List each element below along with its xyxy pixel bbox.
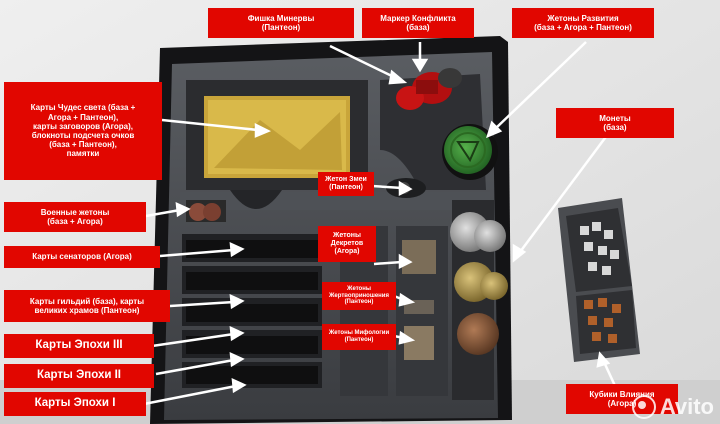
label-progress: Жетоны Развития (база + Агора + Пантеон) <box>512 8 654 38</box>
label-conflict: Маркер Конфликта (база) <box>362 8 474 38</box>
label-sacrifice: Жетоны Жертвоприношения (Пантеон) <box>322 282 396 310</box>
label-wonders: Карты Чудес света (база + Агора + Пантео… <box>4 82 162 180</box>
label-age3: Карты Эпохи III <box>4 334 154 358</box>
label-military: Военные жетоны (база + Агора) <box>4 202 146 232</box>
label-influence: Кубики Влияния (Агора) <box>566 384 678 414</box>
label-coins: Монеты (база) <box>556 108 674 138</box>
label-snake: Жетон Змеи (Пантеон) <box>318 172 374 196</box>
label-decrees: Жетоны Декретов (Агора) <box>318 226 376 262</box>
label-guilds: Карты гильдий (база), карты великих храм… <box>4 290 170 322</box>
label-mythology: Жетоны Мифологии (Пантеон) <box>322 324 396 350</box>
label-minerva: Фишка Минервы (Пантеон) <box>208 8 354 38</box>
label-age2: Карты Эпохи II <box>4 364 154 388</box>
avito-watermark: Avito <box>631 394 714 420</box>
avito-logo-icon <box>631 395 656 419</box>
watermark-text: Avito <box>659 394 714 419</box>
label-senators: Карты сенаторов (Агора) <box>4 246 160 268</box>
label-age1: Карты Эпохи I <box>4 392 146 416</box>
